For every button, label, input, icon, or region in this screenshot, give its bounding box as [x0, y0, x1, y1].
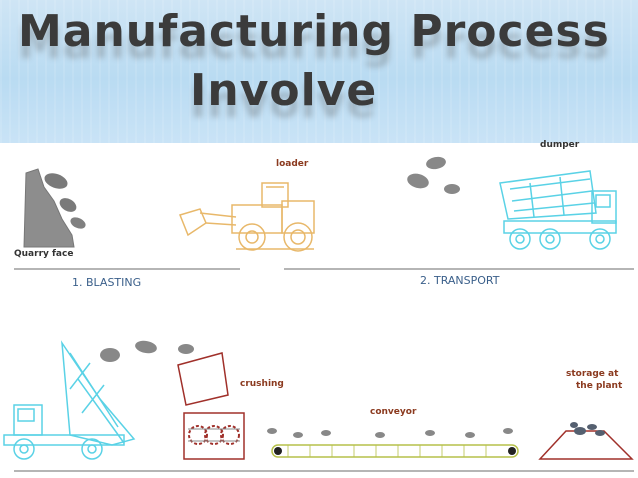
- process-illustration: [3, 156, 634, 472]
- loader-illustration: [178, 182, 315, 252]
- conveyor-rocks: [267, 428, 513, 438]
- slide-title-line-1: Manufacturing Process: [18, 6, 610, 57]
- transport-rocks: [407, 156, 460, 194]
- quarry-face-label: Quarry face: [14, 249, 74, 259]
- dumper-illustration: [499, 170, 617, 250]
- crushing-label: crushing: [240, 379, 284, 389]
- title-banner: [0, 0, 638, 143]
- step-2-caption: 2. TRANSPORT: [420, 274, 500, 287]
- storage-label-line-2: the plant: [576, 381, 623, 391]
- dumper-label: dumper: [540, 140, 580, 150]
- crusher-illustration: [177, 352, 245, 460]
- slide-title-line-2: Involve: [190, 65, 378, 116]
- storage-pile-illustration: [538, 422, 634, 460]
- storage-label-line-1: storage at: [566, 369, 619, 379]
- process-diagram: Quarry face loader dumper 1. BLASTING 2.…: [0, 140, 638, 478]
- loader-label: loader: [276, 159, 309, 169]
- conveyor-illustration: [271, 444, 519, 458]
- dumper-unloading-illustration: [3, 340, 136, 460]
- falling-rocks: [100, 340, 194, 362]
- quarry-face-illustration: [23, 168, 86, 248]
- step-1-caption: 1. BLASTING: [72, 276, 142, 289]
- conveyor-label: conveyor: [370, 407, 417, 417]
